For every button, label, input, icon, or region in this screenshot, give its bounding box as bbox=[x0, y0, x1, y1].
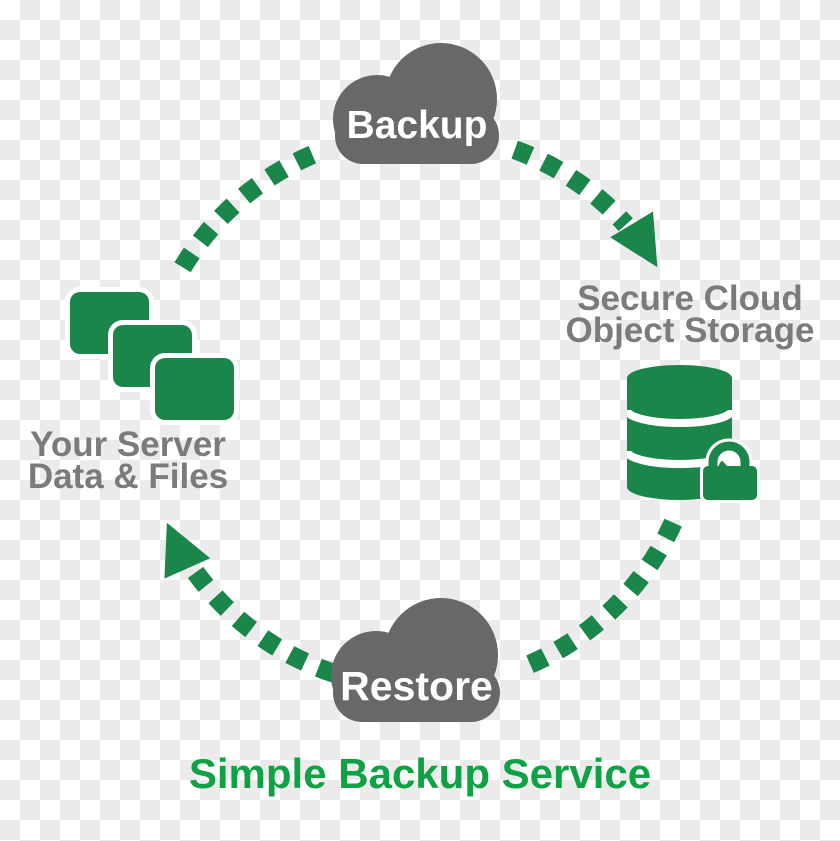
server-label: Your Server Data & Files bbox=[0, 425, 256, 496]
arc-storage-to-restore bbox=[520, 518, 682, 676]
stacked-files-icon bbox=[70, 292, 240, 427]
restore-cloud-label: Restore bbox=[340, 663, 493, 709]
backup-cloud-label: Backup bbox=[346, 104, 488, 147]
server-label-line2: Data & Files bbox=[27, 457, 229, 496]
storage-label-line2: Object Storage bbox=[565, 311, 815, 350]
diagram-title: Simple Backup Service bbox=[188, 750, 652, 797]
arc-server-to-backup bbox=[174, 140, 329, 273]
restore-cloud: Restore bbox=[331, 598, 502, 722]
cloud-icon bbox=[333, 43, 499, 164]
storage-label: Secure Cloud Object Storage bbox=[540, 279, 840, 350]
backup-cloud: Backup bbox=[333, 42, 501, 164]
arrowhead-to-storage-icon bbox=[610, 211, 658, 268]
arc-backup-to-storage bbox=[511, 140, 633, 232]
cloud-icon bbox=[331, 598, 500, 722]
lock-icon bbox=[700, 438, 760, 503]
arrowhead-to-server-icon bbox=[164, 522, 211, 579]
file-square-3 bbox=[155, 358, 234, 420]
storage-label-line1: Secure Cloud bbox=[577, 279, 803, 318]
server-label-line1: Your Server bbox=[30, 425, 226, 464]
arc-restore-to-server bbox=[182, 559, 338, 683]
